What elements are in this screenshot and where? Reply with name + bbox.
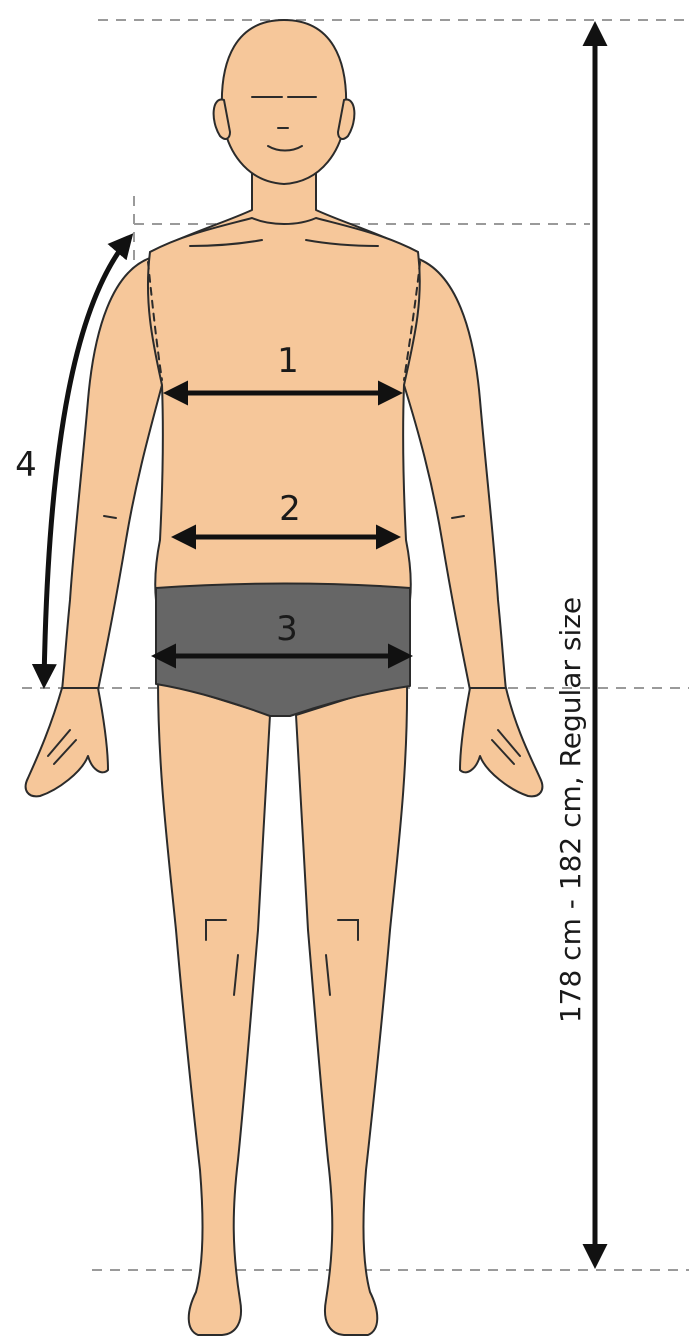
- left-arm: [62, 258, 162, 690]
- head: [222, 20, 346, 184]
- right-arm: [404, 258, 506, 690]
- left-hand: [26, 688, 108, 796]
- right-leg: [296, 680, 407, 1335]
- chest-number-label: 1: [277, 341, 299, 381]
- waist-number-label: 2: [279, 489, 301, 529]
- height-range-label: 178 cm - 182 cm, Regular size: [554, 597, 587, 1023]
- hips-number-label: 3: [276, 609, 298, 649]
- torso: [148, 218, 420, 600]
- left-leg: [158, 680, 270, 1335]
- right-hand: [460, 688, 542, 796]
- arm-number-label: 4: [15, 445, 37, 485]
